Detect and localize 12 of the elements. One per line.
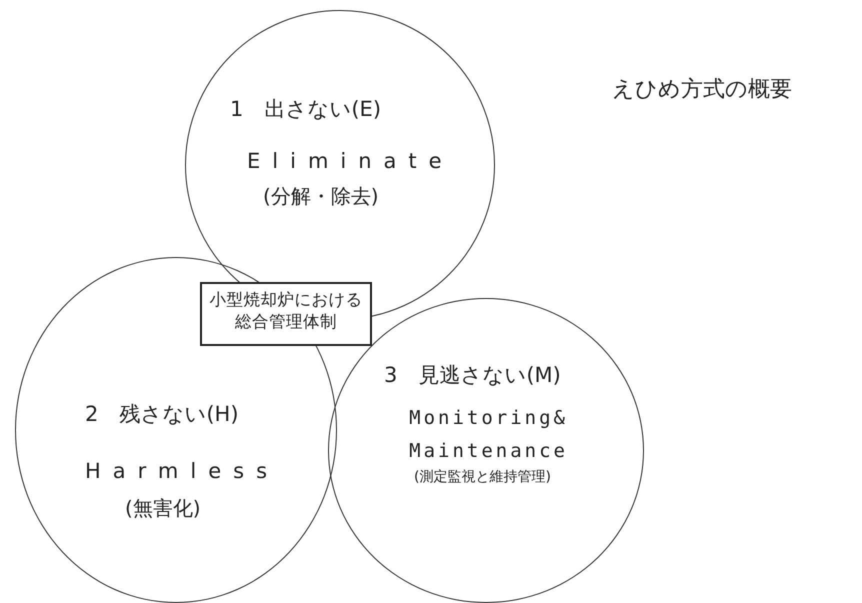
note-text: (無害化) [125,497,201,519]
english-term: Harmless [85,460,280,484]
heading-text: 2 残さない(H) [85,403,239,426]
note-text: (測定監視と維持管理) [414,470,551,486]
title: えひめ方式の概要 [612,78,792,102]
heading-text: 1 出さない(E) [230,98,382,122]
note-text: (分解・除去) [263,185,379,207]
box-text: 小型焼却炉における総合管理体制 [208,289,364,334]
heading-box [200,282,372,346]
english-term: Monitoring& Maintenance [408,406,568,464]
heading-text: 3 見逃さない(M) [384,364,561,388]
english-term: Eliminate [247,150,454,174]
